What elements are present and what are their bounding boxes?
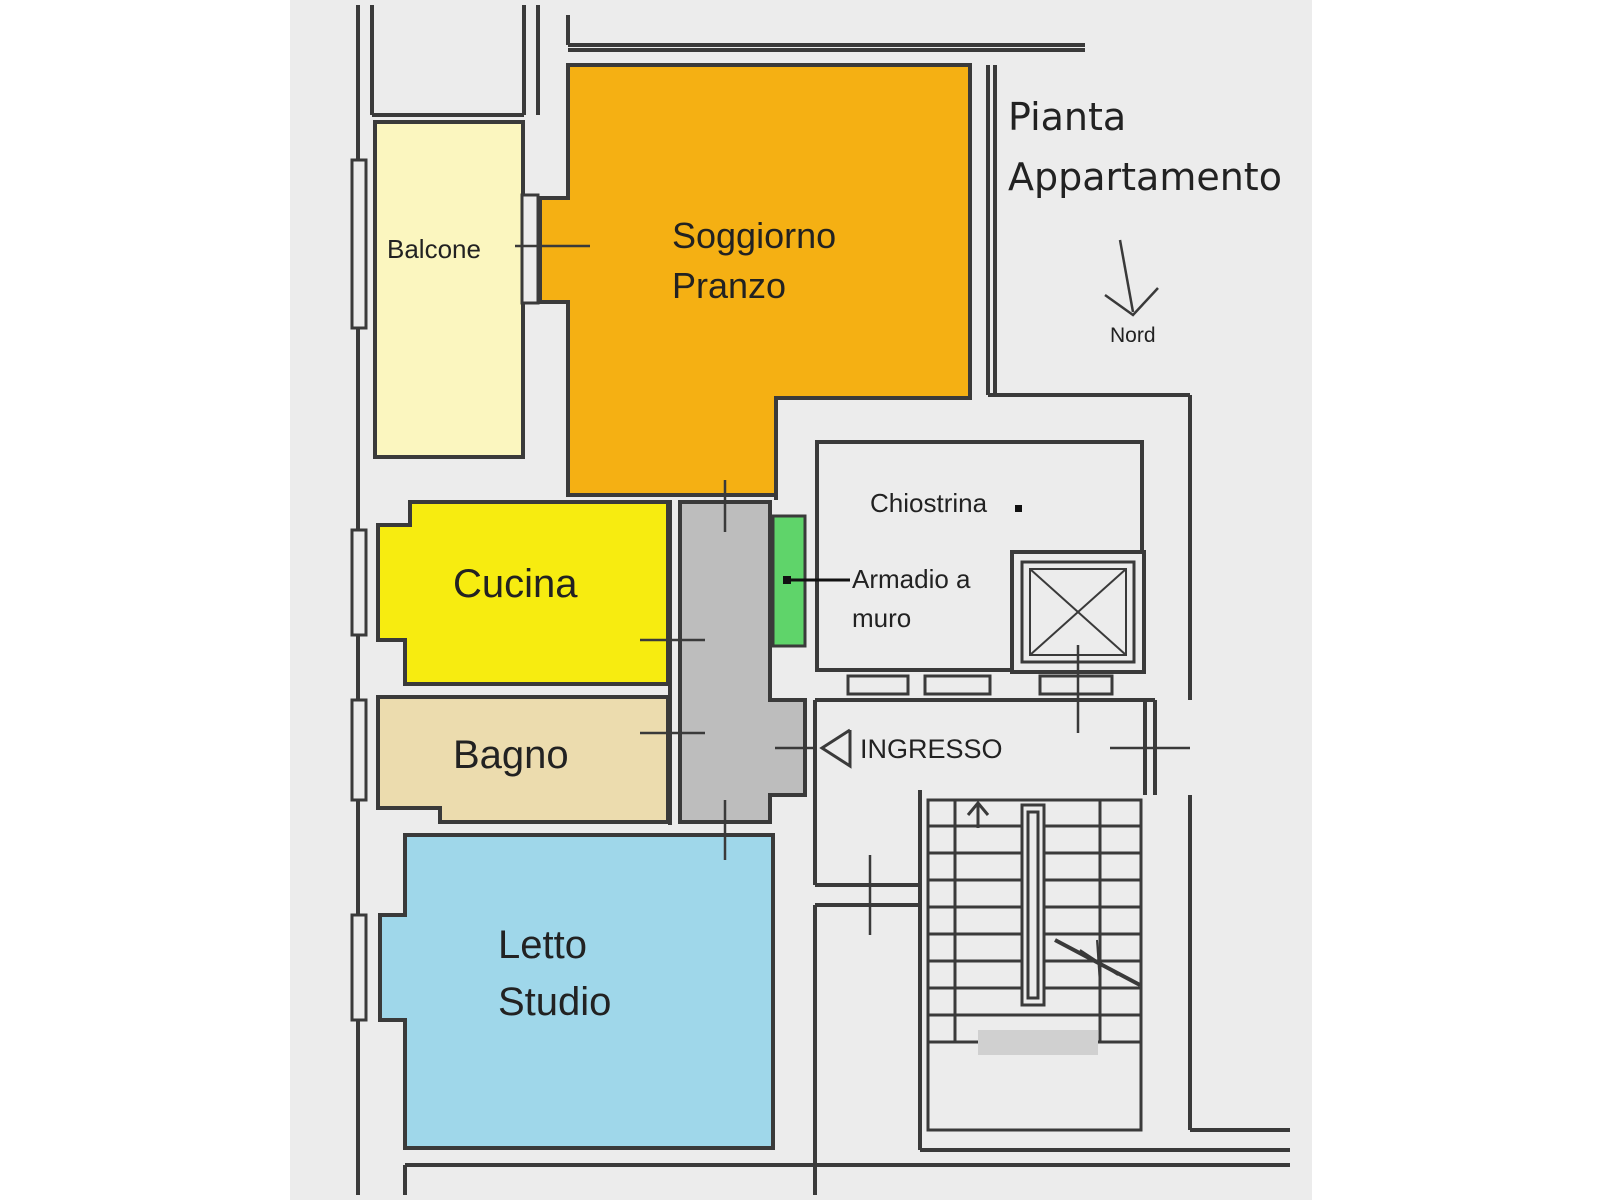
- room-letto-studio: [378, 833, 775, 1150]
- chiostrina-window-1: [846, 674, 910, 696]
- corridor: [678, 500, 807, 824]
- soggiorno-doorway: [520, 193, 540, 305]
- room-balcone: [373, 120, 525, 459]
- plan-title-line2: Appartamento: [1008, 155, 1282, 199]
- chiostrina-dot: [1015, 505, 1022, 512]
- chiostrina-window-2: [923, 674, 992, 696]
- balcone-window: [350, 158, 368, 330]
- letto-window: [350, 913, 368, 1022]
- label-chiostrina: Chiostrina: [870, 488, 988, 518]
- cucina-window: [350, 528, 368, 637]
- room-bagno: [376, 695, 670, 824]
- room-soggiorno-pranzo: [538, 63, 972, 497]
- label-soggiorno-line2: Pranzo: [672, 265, 786, 306]
- armadio-leader-dot: [783, 576, 791, 584]
- north-label: Nord: [1110, 324, 1156, 347]
- label-ingresso: INGRESSO: [860, 734, 1003, 764]
- label-balcone: Balcone: [387, 234, 481, 264]
- label-letto-line1: Letto: [498, 923, 587, 967]
- room-cucina: [376, 500, 670, 686]
- label-soggiorno-line1: Soggiorno: [672, 215, 836, 256]
- label-bagno: Bagno: [453, 733, 569, 777]
- label-letto-line2: Studio: [498, 980, 611, 1024]
- chiostrina-window-3: [1038, 674, 1114, 696]
- plan-title-line1: Pianta: [1008, 95, 1126, 139]
- staircase: [926, 798, 1143, 1132]
- bagno-window: [350, 698, 368, 802]
- label-armadio-line1: Armadio a: [852, 564, 971, 594]
- entry-arrow-icon: [819, 728, 852, 769]
- label-cucina: Cucina: [453, 562, 578, 606]
- door-markers: [515, 244, 1190, 935]
- north-arrow-icon: [1104, 239, 1159, 317]
- label-armadio-line2: muro: [852, 603, 911, 633]
